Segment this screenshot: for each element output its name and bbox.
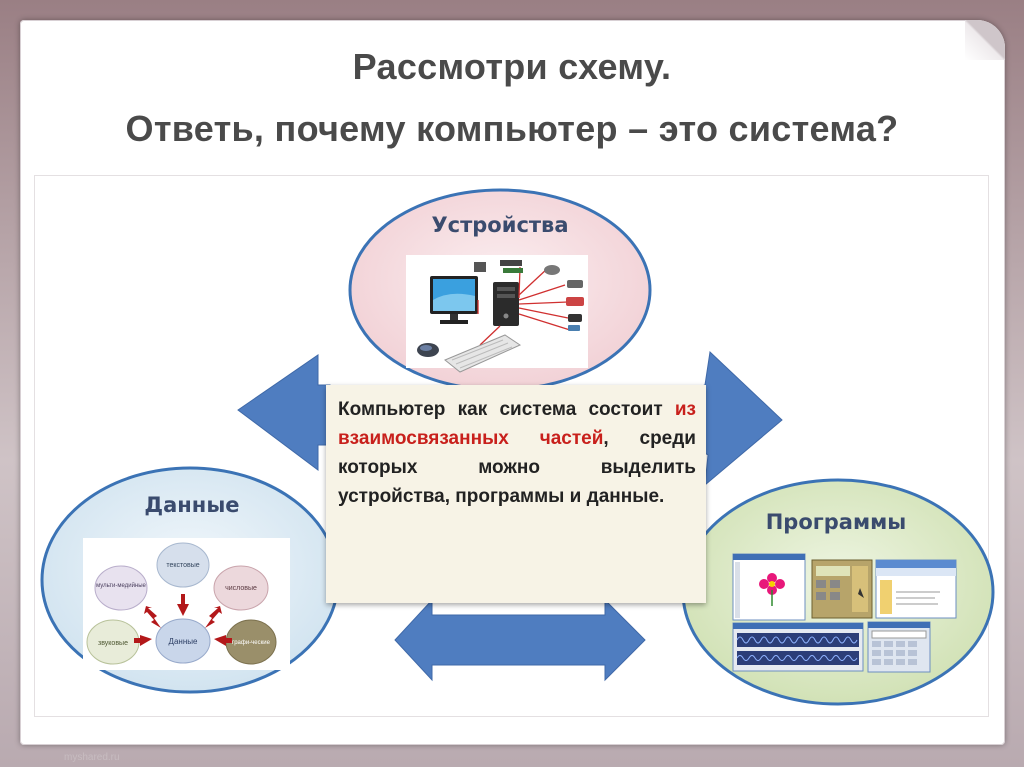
programs-screenshots [732,553,957,673]
data-arrows [134,594,232,646]
data-subnode-center-label: Данные [169,637,198,646]
explanation-highlight: из взаимосвязанных частей [338,399,696,449]
data-subnode-multimedia [94,565,148,611]
explanation-text-part2: , среди которых можно выделить устройств… [338,428,696,507]
document-window-icon [875,559,957,619]
game-window-icon [811,559,873,619]
watermark: myshared.ru [64,752,120,763]
calculator-window-icon [867,621,931,673]
monitor-icon [430,276,478,324]
devices-picture [406,255,588,373]
data-subnode-numeric-label: числовые [225,585,257,592]
programs-label: Программы [765,510,907,534]
data-subnode-sound-label: звуковые [98,640,128,647]
explanation-text-part1: Компьютер как система состоит [338,399,675,420]
cycle-arrow-right [694,350,783,487]
data-subnode-graphic-label: графи-ческие [232,640,271,646]
data-subnode-text [156,542,210,588]
data-types-picture: текстовые числовые мульти-медийные звуко… [83,538,290,670]
data-subnode-numeric [213,565,269,611]
devices-label: Устройства [431,213,569,237]
data-subnode-text-label: текстовые [166,562,199,569]
keyboard-mouse-icon [417,334,522,373]
slide-title-line-2: Ответь, почему компьютер – это система? [125,108,899,149]
components-icon [474,260,584,331]
data-subnode-multimedia-label: мульти-медийные [96,582,146,589]
explanation-box: Компьютер как система состоит из взаимос… [326,385,706,603]
data-subnode-center [155,618,211,664]
cycle-arrow-left [237,354,331,471]
slide-title-line-1: Рассмотри схему. [352,46,672,87]
audio-editor-window-icon [732,622,864,672]
cycle-arrow-bottom [394,598,646,682]
paint-window-icon [732,553,806,621]
computer-tower-icon [493,282,519,326]
data-label: Данные [144,493,240,517]
